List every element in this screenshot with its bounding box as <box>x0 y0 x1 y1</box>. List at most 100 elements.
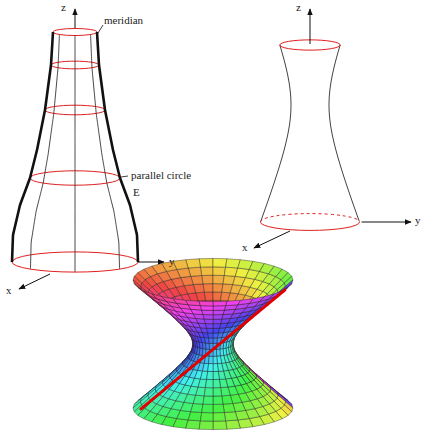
surface-patch <box>213 319 222 324</box>
surface-patch <box>233 344 235 351</box>
surface-patch <box>186 300 201 305</box>
surface-patch <box>198 379 206 388</box>
surface-patch <box>213 364 218 372</box>
surface-patch <box>208 333 213 338</box>
surface-patch <box>207 371 213 379</box>
surface-patch <box>205 379 213 387</box>
surface-patch <box>208 364 213 372</box>
surface-patch <box>213 258 227 267</box>
surface-patch <box>213 388 222 396</box>
surface-patch <box>200 306 213 311</box>
surface-patch <box>219 379 227 388</box>
surface-patch <box>213 396 223 405</box>
surface-patch <box>213 306 226 311</box>
surface-patch <box>204 292 213 300</box>
surface-patch <box>213 421 227 430</box>
surface-patch <box>206 343 210 349</box>
bottom-circle-front <box>260 222 359 230</box>
surface-patch <box>199 258 213 267</box>
surface-patch <box>213 301 227 306</box>
axis-label: z <box>296 1 301 14</box>
surface-patch <box>213 292 222 300</box>
surface-patch <box>203 396 213 405</box>
surface-patch <box>205 324 213 329</box>
surface-patch <box>213 413 226 422</box>
surface-patch <box>226 300 241 305</box>
surface-patch <box>284 280 293 290</box>
surface-patch <box>204 319 213 324</box>
surface-patch <box>207 328 213 333</box>
bottom-circle-back <box>260 214 359 222</box>
part-label: E <box>133 186 140 199</box>
surface-patch <box>223 403 235 412</box>
surface-patch <box>202 404 213 413</box>
axis-arrow <box>362 222 411 223</box>
leader-line <box>121 176 128 177</box>
axis-label: y <box>415 214 421 227</box>
surface-patch <box>213 275 224 284</box>
surface-patch <box>213 404 224 413</box>
axis-arrow <box>19 274 50 289</box>
surface-patch <box>191 403 203 412</box>
surface-of-revolution <box>12 9 164 289</box>
meridian-line <box>75 36 76 273</box>
surface-patch <box>221 387 231 396</box>
ruling-line <box>141 290 285 409</box>
axis-label: x <box>242 241 248 254</box>
surface-patch <box>188 412 201 421</box>
axis-arrow <box>310 9 311 44</box>
surface-patch <box>224 412 237 421</box>
surface-patch <box>209 338 213 343</box>
surface-patch <box>203 284 213 293</box>
outline-curve <box>329 45 359 221</box>
surface-patch <box>199 421 213 430</box>
surface-patch <box>203 315 213 320</box>
surface-patch <box>202 310 213 315</box>
surface-patch <box>209 356 213 364</box>
part-label: meridian <box>104 14 143 27</box>
surface-patch <box>213 310 224 315</box>
surface-patch <box>226 420 241 429</box>
surface-patch <box>213 328 219 333</box>
surface-patch <box>204 388 213 396</box>
surface-patch <box>192 344 194 351</box>
meridian-line <box>91 34 120 269</box>
meridian-line <box>30 34 59 269</box>
axis-arrow <box>254 231 290 248</box>
surface-patch <box>186 420 201 429</box>
parallel-circle <box>53 28 97 35</box>
hyperboloid-surface <box>133 258 293 429</box>
axis-arrow <box>75 9 76 28</box>
surface-patch <box>238 299 253 305</box>
surface-patch <box>199 301 213 306</box>
surface-patch <box>216 349 220 356</box>
surface-patch <box>200 267 213 276</box>
surface-patch <box>213 315 223 320</box>
surface-patch <box>202 275 213 284</box>
axis-label: z <box>61 1 66 14</box>
surface-patch <box>213 379 221 387</box>
outline-curve <box>261 45 291 221</box>
surface-patch <box>213 333 218 338</box>
leader-line <box>98 25 103 33</box>
axis-label: y <box>169 255 175 268</box>
axis-label: x <box>6 284 12 297</box>
surface-patch <box>213 371 219 379</box>
surface-patch <box>213 284 223 293</box>
surface-patch <box>213 324 221 329</box>
part-label: parallel circle <box>131 169 191 182</box>
surface-patch <box>213 338 217 343</box>
axis-arrow <box>138 262 164 263</box>
outline-meridian <box>12 32 53 262</box>
outline-meridian <box>97 32 138 262</box>
surface-patch <box>213 267 226 276</box>
surface-patch <box>193 395 204 404</box>
surface-patch <box>196 387 206 396</box>
hyperboloid-outline <box>254 9 411 248</box>
surface-patch <box>222 395 233 404</box>
surface-patch <box>213 356 217 364</box>
surface-patch <box>173 299 188 305</box>
